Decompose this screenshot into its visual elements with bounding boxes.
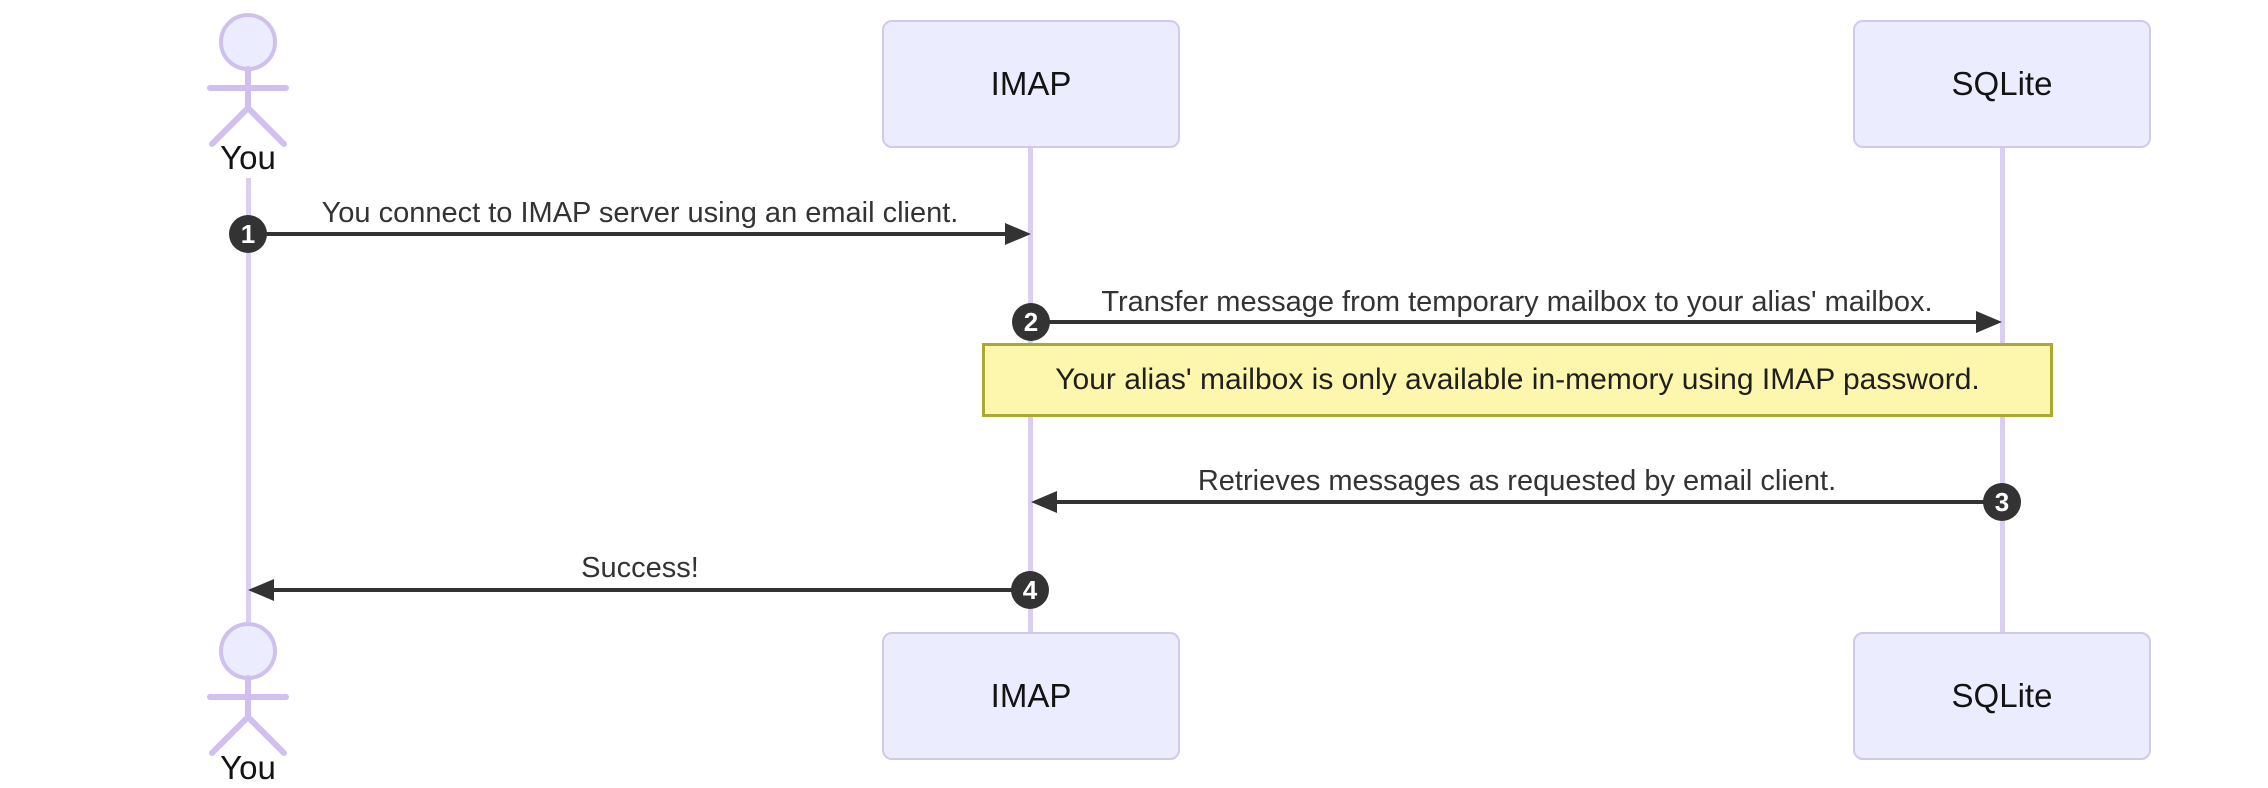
actor-label-you-bottom: You xyxy=(220,749,276,786)
message-1-arrow xyxy=(248,232,1013,236)
participant-box-imap-top: IMAP xyxy=(882,20,1180,148)
stick-figure-icon xyxy=(207,13,289,147)
actor-figure-you-bottom xyxy=(188,621,308,759)
message-3-arrowhead-icon xyxy=(1031,491,1057,513)
message-1-label: You connect to IMAP server using an emai… xyxy=(321,197,959,229)
message-2-arrow xyxy=(1031,320,1981,324)
note-over-imap-sqlite: Your alias' mailbox is only available in… xyxy=(982,343,2053,417)
participant-label-imap-bottom: IMAP xyxy=(990,677,1072,714)
message-4-sequence-badge: 4 xyxy=(1011,571,1049,609)
participant-box-sqlite-bottom: SQLite xyxy=(1853,632,2151,760)
participant-box-sqlite-top: SQLite xyxy=(1853,20,2151,148)
actor-label-you-top: You xyxy=(220,139,276,176)
participant-label-sqlite-bottom: SQLite xyxy=(1951,677,2053,714)
message-4-arrow xyxy=(270,588,1030,592)
message-3-label: Retrieves messages as requested by email… xyxy=(1197,465,1837,497)
message-2-label: Transfer message from temporary mailbox … xyxy=(1101,286,1933,318)
message-3-arrow xyxy=(1050,500,2002,504)
message-1-sequence-badge: 1 xyxy=(229,215,267,253)
participant-label-sqlite-top: SQLite xyxy=(1951,65,2053,102)
message-4-label: Success! xyxy=(581,552,699,584)
message-4-arrowhead-icon xyxy=(248,579,274,601)
lifeline-you xyxy=(246,178,251,622)
stick-figure-icon xyxy=(207,622,289,756)
actor-figure-you-top xyxy=(188,12,308,150)
message-1-arrowhead-icon xyxy=(1005,223,1031,245)
note-text: Your alias' mailbox is only available in… xyxy=(1055,363,1980,396)
message-2-sequence-badge: 2 xyxy=(1012,303,1050,341)
message-3-sequence-badge: 3 xyxy=(1983,483,2021,521)
participant-label-imap-top: IMAP xyxy=(990,65,1072,102)
message-2-arrowhead-icon xyxy=(1976,311,2002,333)
participant-box-imap-bottom: IMAP xyxy=(882,632,1180,760)
